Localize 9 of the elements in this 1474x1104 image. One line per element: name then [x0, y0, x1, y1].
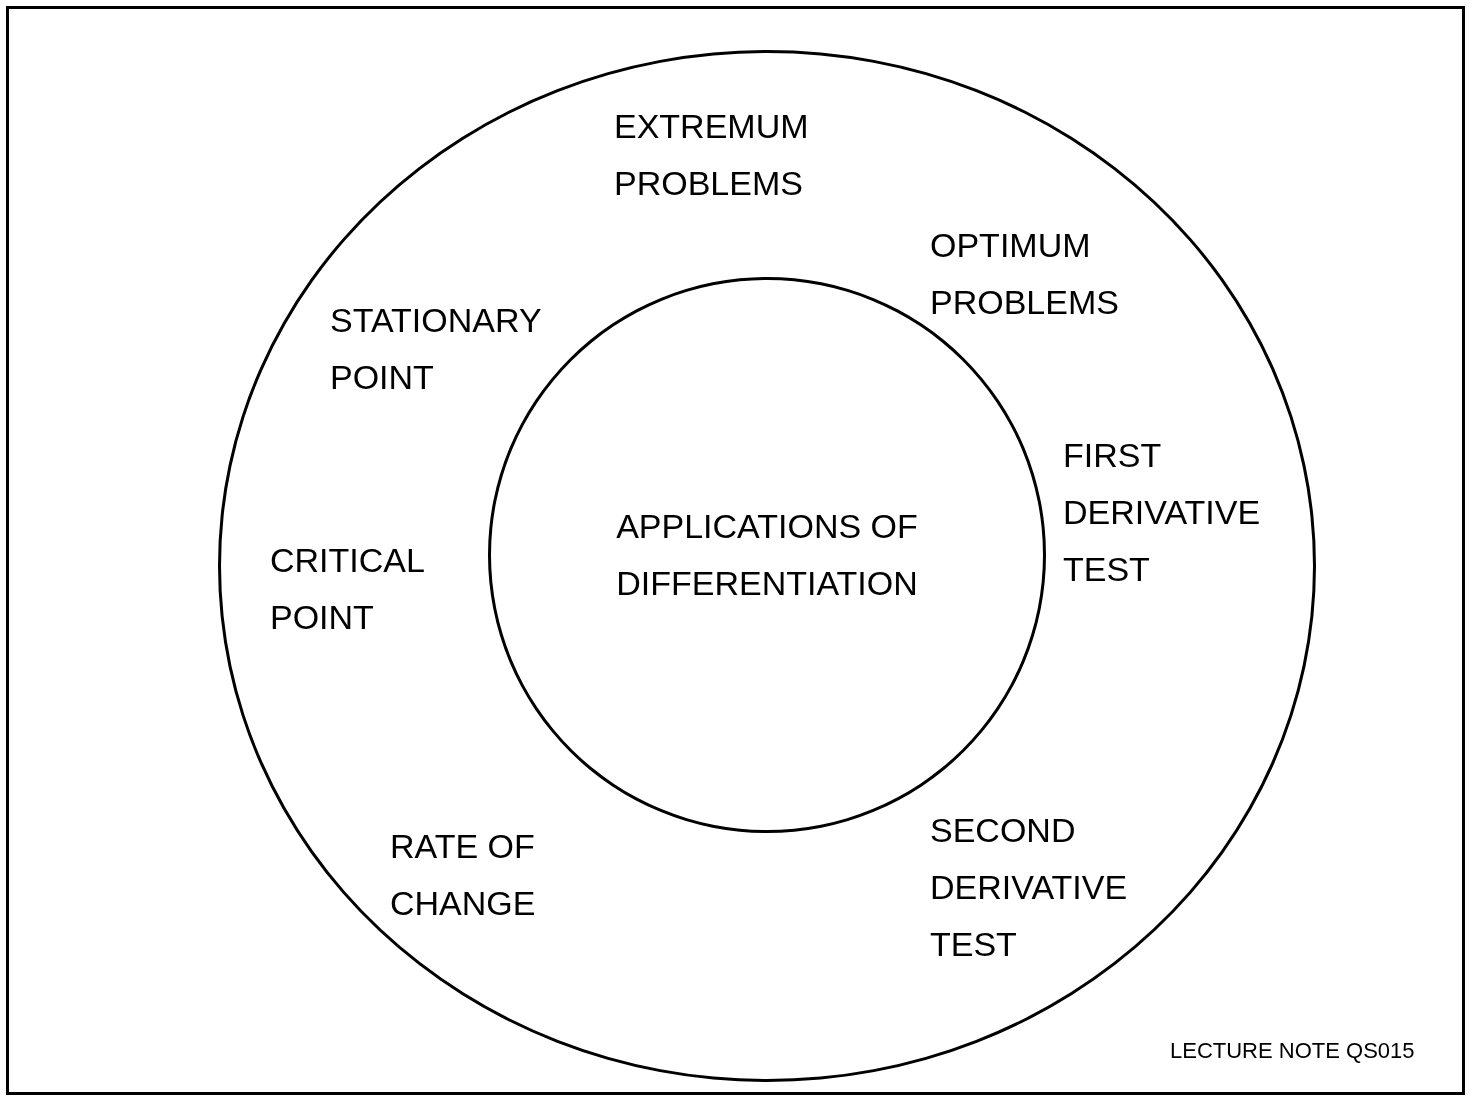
ring-label: RATE OF CHANGE: [390, 826, 537, 924]
ring-label: EXTREMUM PROBLEMS: [614, 106, 810, 204]
ring-label: STATIONARY POINT: [330, 300, 542, 398]
source-note: LECTURE NOTE QS015: [1170, 1037, 1415, 1065]
ring-label: FIRST DERIVATIVE TEST: [1063, 435, 1262, 590]
ring-label: OPTIMUM PROBLEMS: [930, 225, 1120, 323]
center-title: APPLICATIONS OF DIFFERENTIATION: [615, 506, 919, 604]
ring-label: CRITICAL POINT: [270, 540, 425, 638]
ring-label: SECOND DERIVATIVE TEST: [930, 810, 1129, 965]
